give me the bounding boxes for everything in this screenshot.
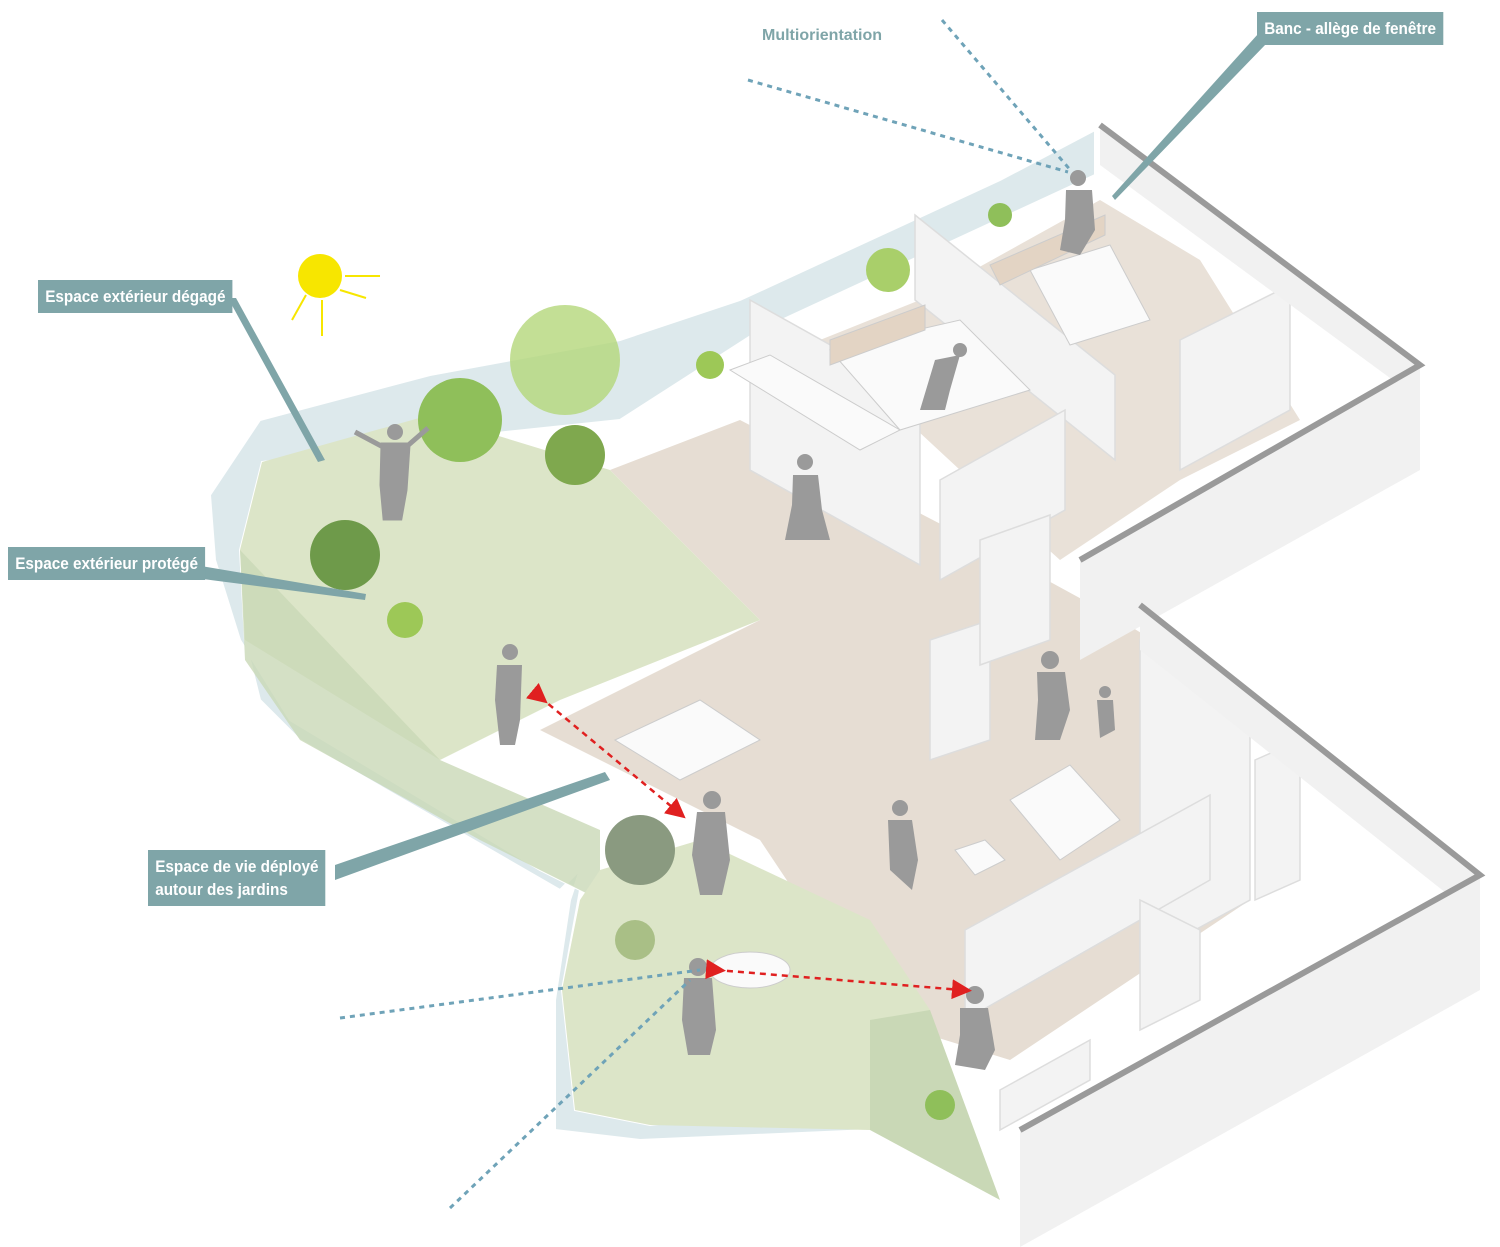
- multiorientation-label: Multiorientation: [762, 27, 882, 44]
- sight-lines: [339, 19, 1074, 1210]
- label-bench: Banc - allège de fenêtre: [1257, 12, 1444, 45]
- coffee-table: [954, 839, 1006, 876]
- person-icon: [888, 800, 918, 890]
- label-protected-outdoor: Espace extérieur protégé: [8, 547, 206, 580]
- connection-arrows: [525, 682, 972, 1000]
- person-icon: [692, 791, 730, 895]
- interior-walls: [749, 213, 1301, 1132]
- sofa: [1009, 764, 1121, 861]
- child-icon: [1097, 686, 1115, 738]
- label-leaders: [195, 34, 1266, 880]
- person-icon: [1060, 170, 1095, 255]
- furniture: [613, 214, 1151, 989]
- label-living-line2: autour des jardins: [155, 880, 288, 899]
- bed-2: [1029, 244, 1151, 346]
- label-open-outdoor: Espace extérieur dégagé: [38, 280, 233, 313]
- sun-icon: [291, 254, 380, 336]
- label-living-line1: Espace de vie déployé: [155, 857, 319, 876]
- person-icon: [353, 424, 430, 521]
- person-icon: [495, 644, 522, 745]
- label-living-space: Espace de vie déployé autour des jardins: [148, 850, 326, 906]
- garden-open: [240, 415, 760, 760]
- glass-facade-left: [208, 128, 1096, 1142]
- person-icon: [1035, 651, 1070, 740]
- person-icon: [920, 343, 967, 410]
- person-icon: [785, 454, 830, 540]
- bench-window-2: [829, 304, 926, 366]
- plants: [310, 203, 1012, 1120]
- exterior-walls: [1018, 122, 1486, 1247]
